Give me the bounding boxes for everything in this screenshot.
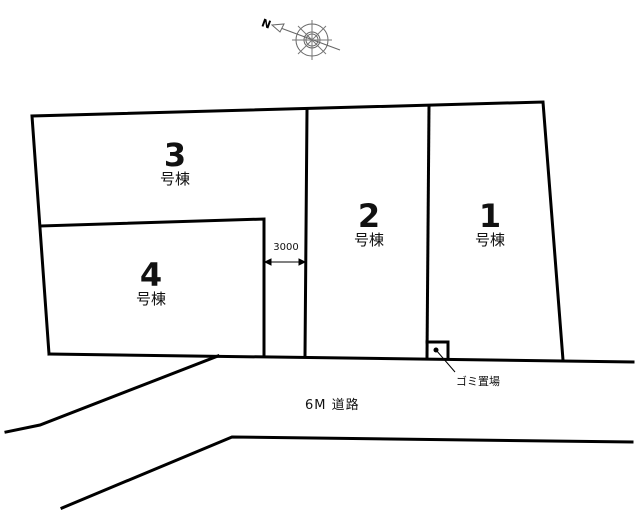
lot-3-suffix: 号棟 xyxy=(159,170,190,188)
garbage-box xyxy=(425,340,450,360)
road-edge-lower xyxy=(60,435,634,510)
lot-4-outline xyxy=(39,217,266,358)
lot-2-label: 2 号棟 xyxy=(334,200,404,248)
garbage-leader-line xyxy=(435,349,456,373)
lot-3-number: 3 xyxy=(163,136,187,174)
lot-3-label: 3 号棟 xyxy=(140,139,210,187)
dimension-arrow xyxy=(263,258,307,266)
north-arrow-compass-icon xyxy=(270,20,341,60)
lot-1-number: 1 xyxy=(478,197,502,235)
garbage-area-label: ゴミ置場 xyxy=(456,375,500,388)
road-label: 6M 道路 xyxy=(305,398,360,413)
setback-dimension: 3000 xyxy=(273,242,299,253)
road-edge-upper xyxy=(4,354,220,434)
north-label: N xyxy=(260,16,273,31)
lot-1-left-divider xyxy=(425,104,431,360)
lot-2-suffix: 号棟 xyxy=(353,231,384,249)
lot-2-number: 2 xyxy=(357,197,381,235)
lot-1-suffix: 号棟 xyxy=(474,231,505,249)
lot-outline xyxy=(30,100,565,362)
lot-4-label: 4 号棟 xyxy=(116,259,186,307)
lot-1-label: 1 号棟 xyxy=(455,200,525,248)
front-boundary xyxy=(47,352,635,364)
lot-4-suffix: 号棟 xyxy=(135,290,166,308)
lot-4-number: 4 xyxy=(139,256,163,294)
lot-2-left-divider xyxy=(303,108,309,358)
